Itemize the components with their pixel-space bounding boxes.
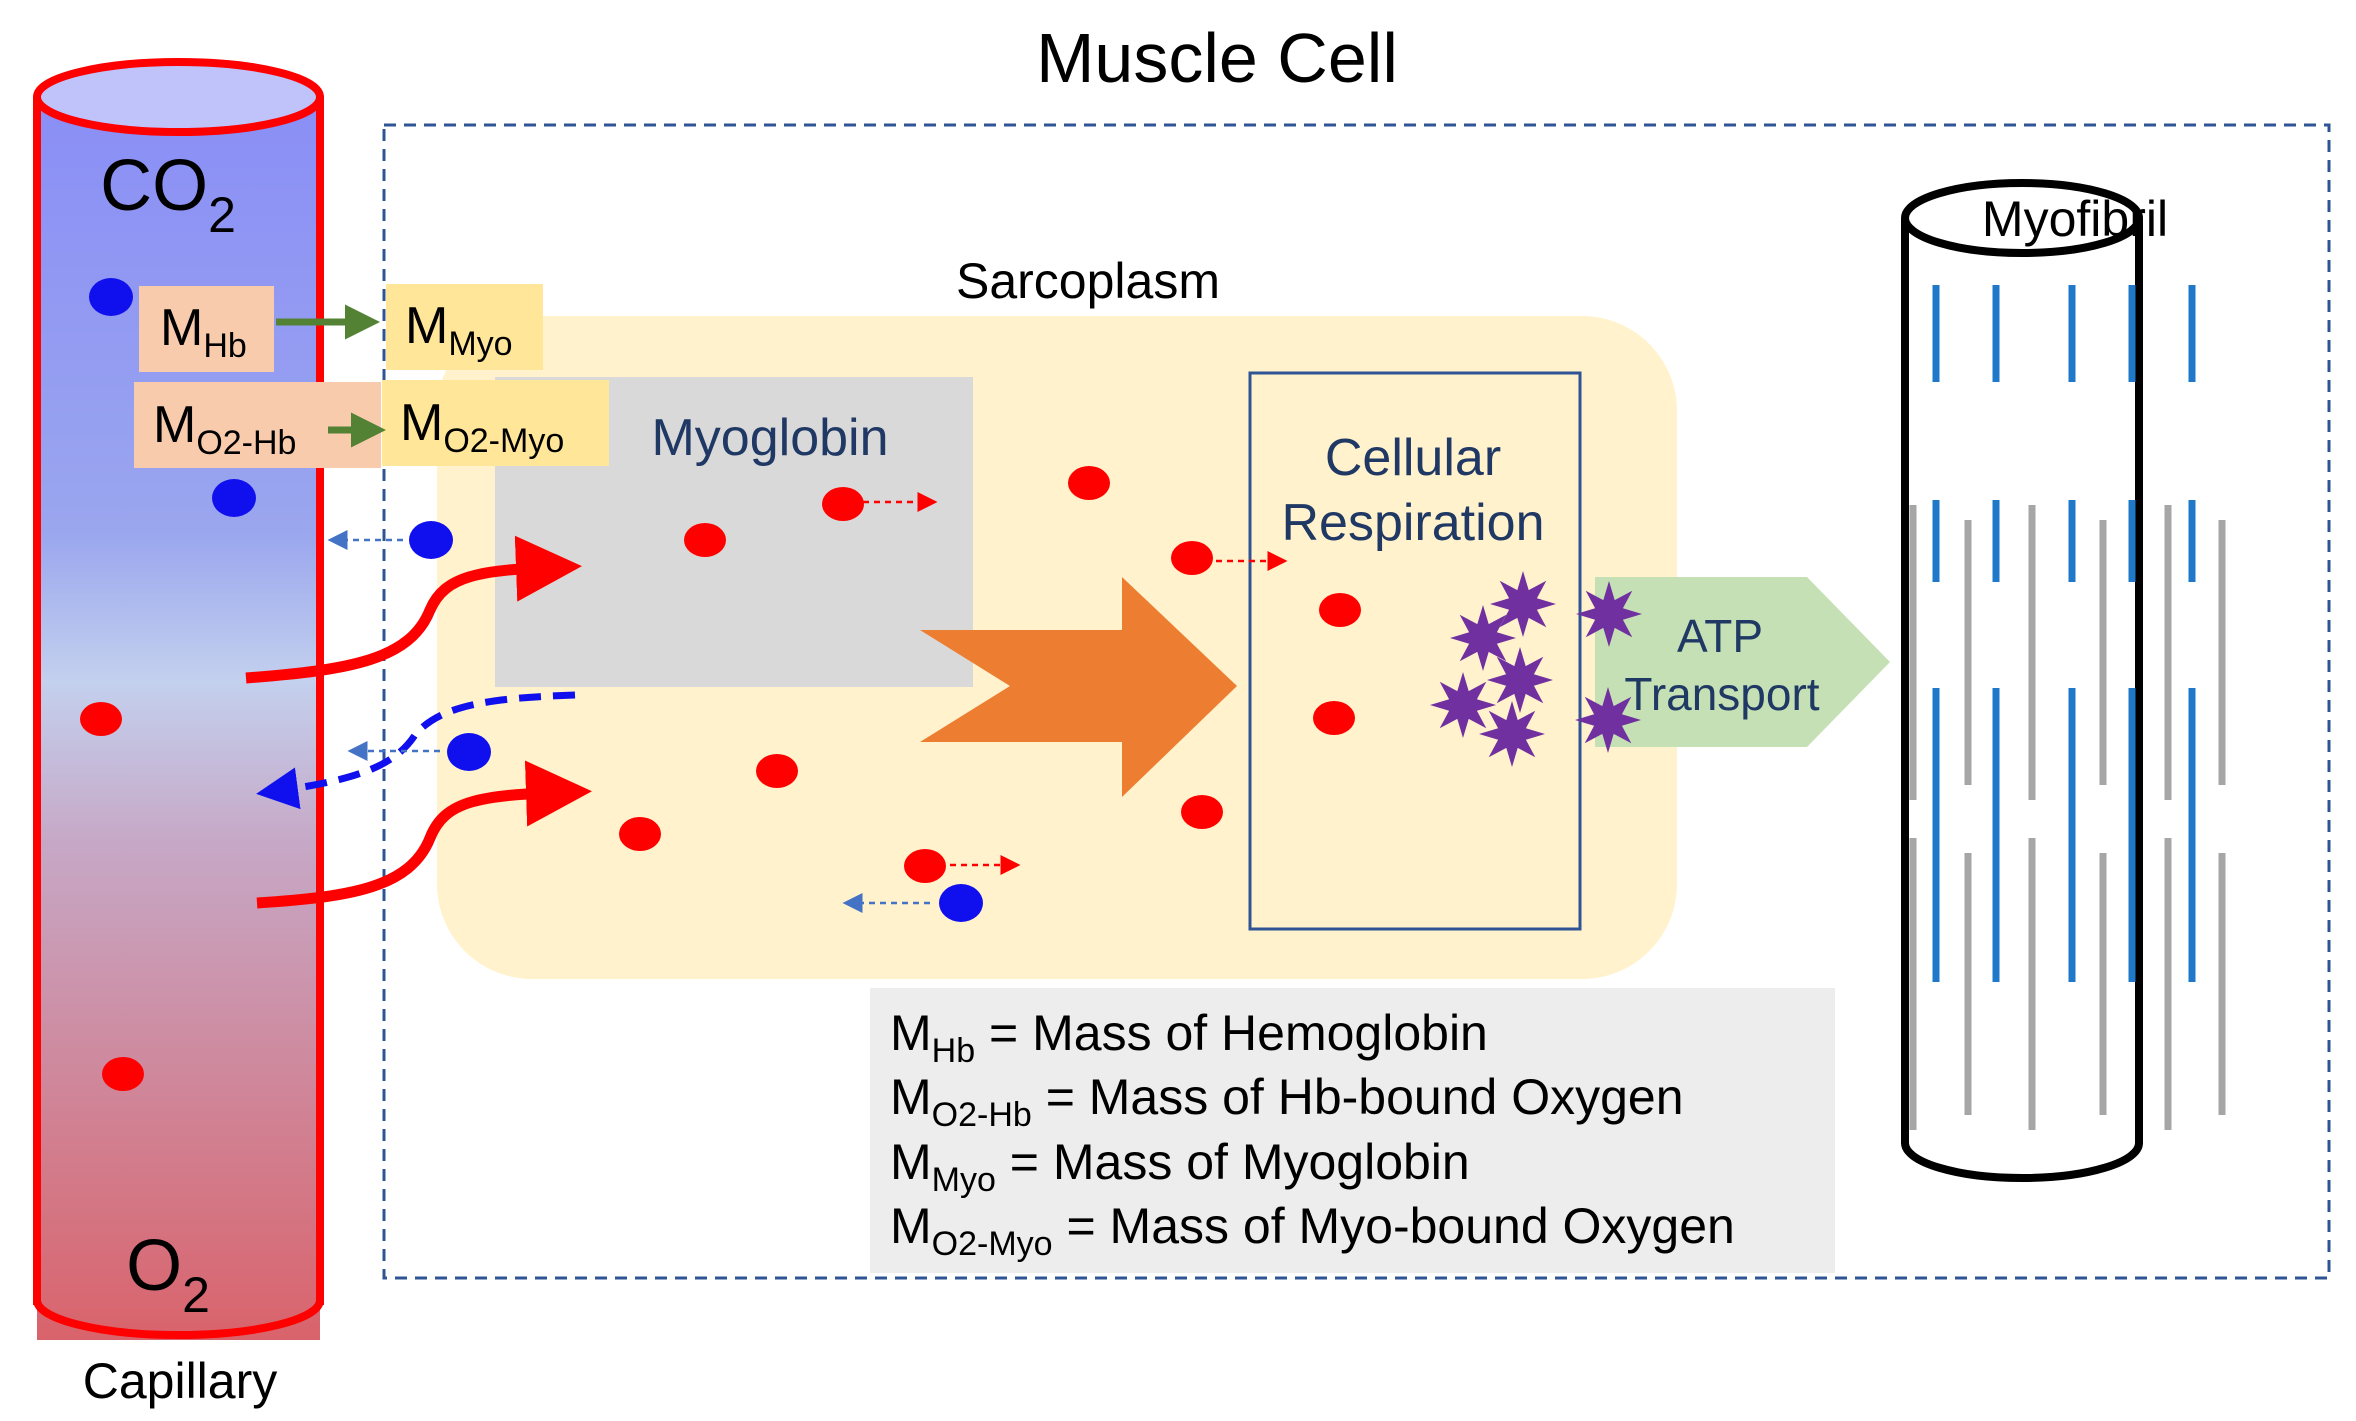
co2-molecule bbox=[939, 884, 983, 922]
capillary-top bbox=[33, 58, 324, 136]
myofibril-filaments bbox=[1909, 285, 2226, 1130]
capillary-body bbox=[37, 97, 320, 1340]
myofibril-label: Myofibril bbox=[1982, 191, 2168, 247]
legend-entry: MO2-Hb = Mass of Hb-bound Oxygen bbox=[890, 1069, 1684, 1134]
myofibril-top bbox=[1901, 179, 2143, 257]
legend-entry: MO2-Myo = Mass of Myo-bound Oxygen bbox=[890, 1198, 1735, 1263]
m-o2myo-box bbox=[382, 380, 609, 466]
oxygen-molecule bbox=[684, 523, 726, 557]
m-o2myo-box-label: MO2-Myo bbox=[400, 394, 564, 460]
oxygen-molecule bbox=[80, 702, 122, 736]
co2-molecule bbox=[212, 479, 256, 517]
atp-molecule bbox=[1479, 701, 1545, 767]
respiration-label-line2: Respiration bbox=[1281, 494, 1544, 552]
oxygen-molecule bbox=[756, 754, 798, 788]
atp-transport-arrow bbox=[1595, 577, 1890, 747]
co2-molecule bbox=[89, 278, 133, 316]
m-o2hb-box-label: MO2-Hb bbox=[153, 396, 296, 462]
co2-molecule bbox=[447, 733, 491, 771]
atp-molecule bbox=[1575, 687, 1641, 753]
m-myo-box bbox=[386, 284, 543, 370]
oxygen-molecule bbox=[102, 1057, 144, 1091]
co2-label: CO2 bbox=[100, 146, 236, 243]
oxygen-molecule bbox=[619, 817, 661, 851]
myofibril-body bbox=[1901, 218, 2143, 1182]
diagram-title: Muscle Cell bbox=[1036, 19, 1398, 97]
oxygen-molecule bbox=[1319, 593, 1361, 627]
m-hb-box bbox=[139, 286, 274, 372]
co2-flow-arrow bbox=[256, 691, 576, 810]
oxygen-molecule bbox=[1171, 541, 1213, 575]
m-o2hb-box bbox=[134, 382, 381, 468]
oxygen-flow-arrow-lower bbox=[256, 760, 592, 909]
co2-molecule bbox=[409, 521, 453, 559]
transfer-arrow bbox=[920, 577, 1237, 797]
legend-box bbox=[870, 988, 1835, 1273]
legend-entry: MHb = Mass of Hemoglobin bbox=[890, 1005, 1488, 1070]
atp-molecules bbox=[1430, 571, 1642, 767]
sarcoplasm-label: Sarcoplasm bbox=[956, 253, 1220, 309]
atp-molecule bbox=[1450, 605, 1516, 671]
oxygen-molecule bbox=[822, 487, 864, 521]
atp-label-line1: ATP bbox=[1677, 610, 1763, 662]
respiration-label-line1: Cellular bbox=[1325, 429, 1501, 487]
capillary-label: Capillary bbox=[83, 1353, 278, 1409]
molecules bbox=[80, 278, 1361, 1091]
oxygen-molecule bbox=[904, 849, 946, 883]
oxygen-molecule bbox=[1068, 466, 1110, 500]
o2-label: O2 bbox=[126, 1226, 210, 1323]
atp-label-line2: Transport bbox=[1624, 668, 1819, 720]
muscle-cell-boundary bbox=[382, 123, 2331, 1280]
atp-molecule bbox=[1487, 647, 1553, 713]
capillary-bottom-edge bbox=[33, 1299, 324, 1339]
oxygen-molecule bbox=[1181, 795, 1223, 829]
m-myo-box-label: MMyo bbox=[405, 297, 513, 363]
cellular-respiration-box bbox=[1248, 371, 1582, 931]
atp-molecule bbox=[1430, 672, 1496, 738]
oxygen-flow-arrow-upper bbox=[245, 535, 582, 684]
oxygen-molecule bbox=[1313, 701, 1355, 735]
atp-molecule bbox=[1490, 571, 1556, 637]
myoglobin-label: Myoglobin bbox=[651, 409, 888, 467]
legend-entry: MMyo = Mass of Myoglobin bbox=[890, 1134, 1470, 1199]
m-hb-box-label: MHb bbox=[160, 299, 247, 365]
atp-molecule bbox=[1576, 581, 1642, 647]
